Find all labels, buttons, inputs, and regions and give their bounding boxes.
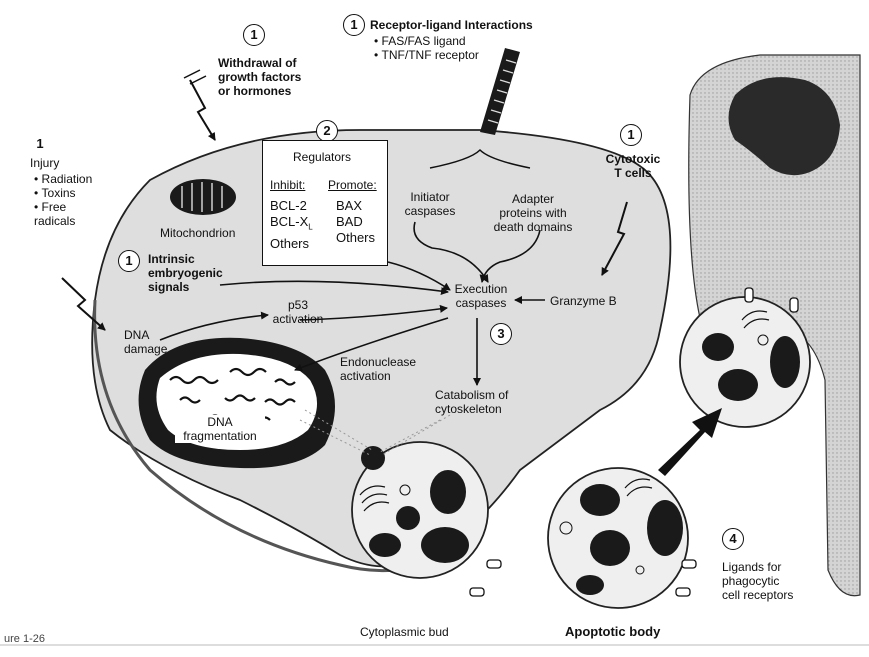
step-number-ligands: 4: [722, 528, 744, 550]
ligands-line-3: cell receptors: [722, 588, 793, 602]
intrinsic-line-3: signals: [148, 280, 223, 294]
step-number-cytotoxic: 1: [620, 124, 642, 146]
step-number-withdrawal: 1: [243, 24, 265, 46]
withdrawal-line-3: or hormones: [218, 84, 301, 98]
bud-neck: [361, 446, 385, 470]
receptor-title: Receptor-ligand Interactions: [370, 18, 533, 32]
withdrawal-line-1: Withdrawal of: [218, 56, 301, 70]
injury-item-toxins: Toxins: [34, 186, 92, 200]
withdrawal-line-2: growth factors: [218, 70, 301, 84]
initiator-line-1: Initiator: [395, 190, 465, 204]
injury-items: Radiation Toxins Free radicals: [34, 172, 92, 228]
ligands-line-2: phagocytic: [722, 574, 793, 588]
receptor-bar: [480, 48, 520, 135]
catabolism-label: Catabolism of cytoskeleton: [435, 388, 508, 416]
granzyme-label: Granzyme B: [550, 294, 617, 308]
p53-line-1: p53: [268, 298, 328, 312]
inhibit-others: Others: [270, 236, 313, 252]
adapter-line-3: death domains: [483, 220, 583, 234]
adapter-line-1: Adapter: [483, 192, 583, 206]
adapter-label: Adapter proteins with death domains: [483, 192, 583, 234]
cytotoxic-label: Cytotoxic T cells: [598, 152, 668, 180]
cytotoxic-line-1: Cytotoxic: [598, 152, 668, 166]
apoptotic-body-label: Apoptotic body: [565, 625, 660, 639]
figure-caption: ure 1-26: [4, 632, 45, 646]
dna-damage-label: DNA damage: [124, 328, 167, 356]
dna-frag-line-2: fragmentation: [175, 429, 265, 443]
engulfment-arrow: [658, 408, 722, 476]
execution-label: Execution caspases: [443, 282, 519, 310]
injury-item-radiation: Radiation: [34, 172, 92, 186]
mitochondrion: [170, 179, 236, 215]
dna-frag-line-1: DNA: [175, 415, 265, 429]
promote-header: Promote:: [328, 178, 377, 192]
promote-bax: BAX: [336, 198, 375, 214]
regulators-title: Regulators: [293, 150, 351, 164]
ligands-line-1: Ligands for: [722, 560, 793, 574]
promote-bad: BAD: [336, 214, 375, 230]
promote-others: Others: [336, 230, 375, 246]
execution-line-1: Execution: [443, 282, 519, 296]
receptor-item-tnf: TNF/TNF receptor: [374, 48, 479, 62]
inhibit-bcl2: BCL-2: [270, 198, 313, 214]
endonuclease-line-1: Endonuclease: [340, 355, 416, 369]
dna-damage-line-2: damage: [124, 342, 167, 356]
intrinsic-line-2: embryogenic: [148, 266, 223, 280]
injury-item-free-radicals: Free radicals: [34, 200, 86, 228]
step-number-injury: 1: [30, 134, 50, 154]
step-number-intrinsic: 1: [118, 250, 140, 272]
receptor-item-fas: FAS/FAS ligand: [374, 34, 479, 48]
intrinsic-label: Intrinsic embryogenic signals: [148, 252, 223, 294]
injury-title: Injury: [30, 156, 59, 170]
endonuclease-line-2: activation: [340, 369, 416, 383]
execution-line-2: caspases: [443, 296, 519, 310]
receptor-items: FAS/FAS ligand TNF/TNF receptor: [374, 34, 479, 62]
adapter-line-2: proteins with: [483, 206, 583, 220]
cytoplasmic-bud-label: Cytoplasmic bud: [360, 625, 449, 639]
endonuclease-label: Endonuclease activation: [340, 355, 416, 383]
initiator-label: Initiator caspases: [395, 190, 465, 218]
initiator-line-2: caspases: [395, 204, 465, 218]
p53-line-2: activation: [268, 312, 328, 326]
mitochondrion-label: Mitochondrion: [160, 226, 235, 240]
step-number-3: 3: [490, 323, 512, 345]
catabolism-line-1: Catabolism of: [435, 388, 508, 402]
inhibit-header: Inhibit:: [270, 178, 305, 192]
catabolism-line-2: cytoskeleton: [435, 402, 508, 416]
inhibit-bclx: BCL-XL: [270, 214, 313, 236]
p53-label: p53 activation: [268, 298, 328, 326]
intrinsic-line-1: Intrinsic: [148, 252, 223, 266]
step-number-receptor: 1: [343, 14, 365, 36]
step-number-regulators: 2: [316, 120, 338, 142]
dna-damage-line-1: DNA: [124, 328, 167, 342]
cytotoxic-line-2: T cells: [598, 166, 668, 180]
ligands-label: Ligands for phagocytic cell receptors: [722, 560, 793, 602]
withdrawal-label: Withdrawal of growth factors or hormones: [218, 56, 301, 98]
promote-list: BAX BAD Others: [336, 198, 375, 246]
dna-fragmentation-label: DNA fragmentation: [175, 415, 265, 443]
inhibit-list: BCL-2 BCL-XL Others: [270, 198, 313, 252]
